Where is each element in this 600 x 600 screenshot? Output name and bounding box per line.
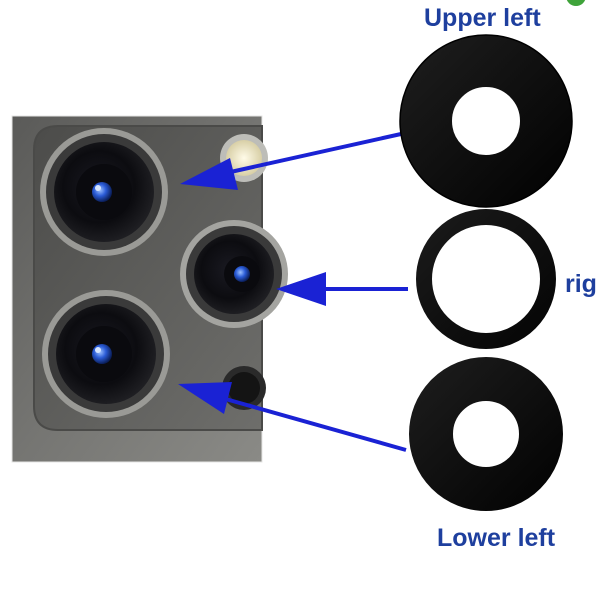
ring-lower-left	[409, 357, 563, 511]
label-right: rig	[565, 270, 597, 298]
lidar-sensor	[222, 366, 266, 410]
arrow-upper-left	[180, 130, 411, 190]
label-upper-left: Upper left	[424, 4, 541, 32]
lens-upper-left	[40, 128, 168, 256]
label-lower-left: Lower left	[437, 524, 556, 552]
arrow-lower-left	[178, 382, 407, 452]
green-badge-icon	[566, 0, 586, 6]
ring-upper-left	[399, 34, 573, 208]
photo-border	[11, 115, 263, 463]
arrow-right	[276, 272, 408, 306]
phone-photo	[11, 115, 288, 463]
lens-lower-left	[42, 290, 170, 418]
ring-right	[416, 209, 556, 349]
lens-right	[180, 220, 288, 328]
arrows	[178, 130, 411, 452]
